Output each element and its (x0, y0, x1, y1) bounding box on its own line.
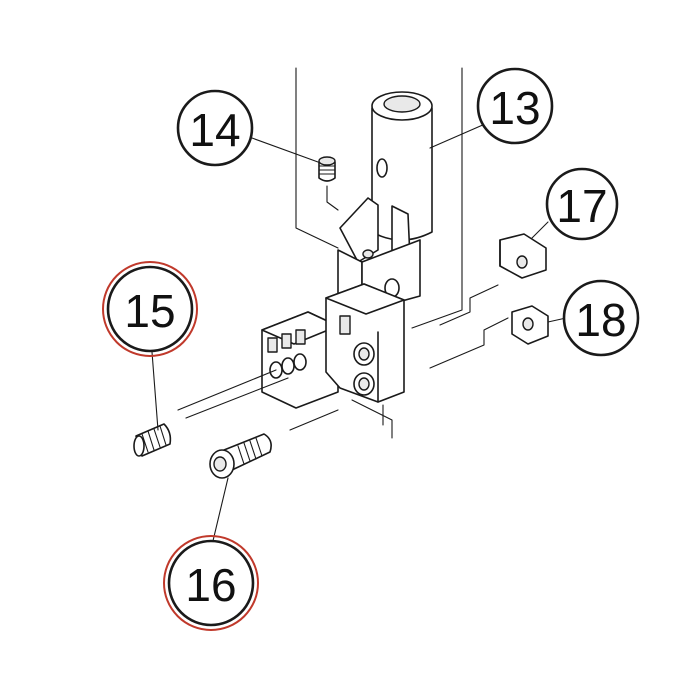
callout-14-label: 14 (189, 104, 240, 156)
callout-16: 16 (163, 535, 259, 631)
callout-15: 15 (102, 261, 198, 357)
callout-17-label: 17 (556, 180, 607, 232)
callout-17: 17 (545, 167, 619, 241)
part-15-set-screw (133, 369, 289, 457)
callout-16-label: 16 (185, 559, 236, 611)
main-block (261, 283, 405, 409)
callout-13-label: 13 (489, 82, 540, 134)
part-18-nut-block (511, 305, 549, 345)
callout-18-label: 18 (575, 294, 626, 346)
reference-lines (295, 67, 509, 439)
callout-leaders (151, 123, 567, 546)
callout-15-highlight-ring (102, 261, 198, 357)
callout-16-highlight-ring (163, 535, 259, 631)
part-16-cap-screw (209, 409, 339, 479)
callout-13: 13 (476, 67, 554, 145)
callout-14: 14 (176, 89, 254, 167)
callout-15-label: 15 (124, 285, 175, 337)
part-17-plate (499, 233, 547, 279)
part-14-set-screw (318, 156, 339, 211)
part-13-shaft-bracket (337, 91, 433, 313)
callout-18: 18 (562, 279, 640, 357)
